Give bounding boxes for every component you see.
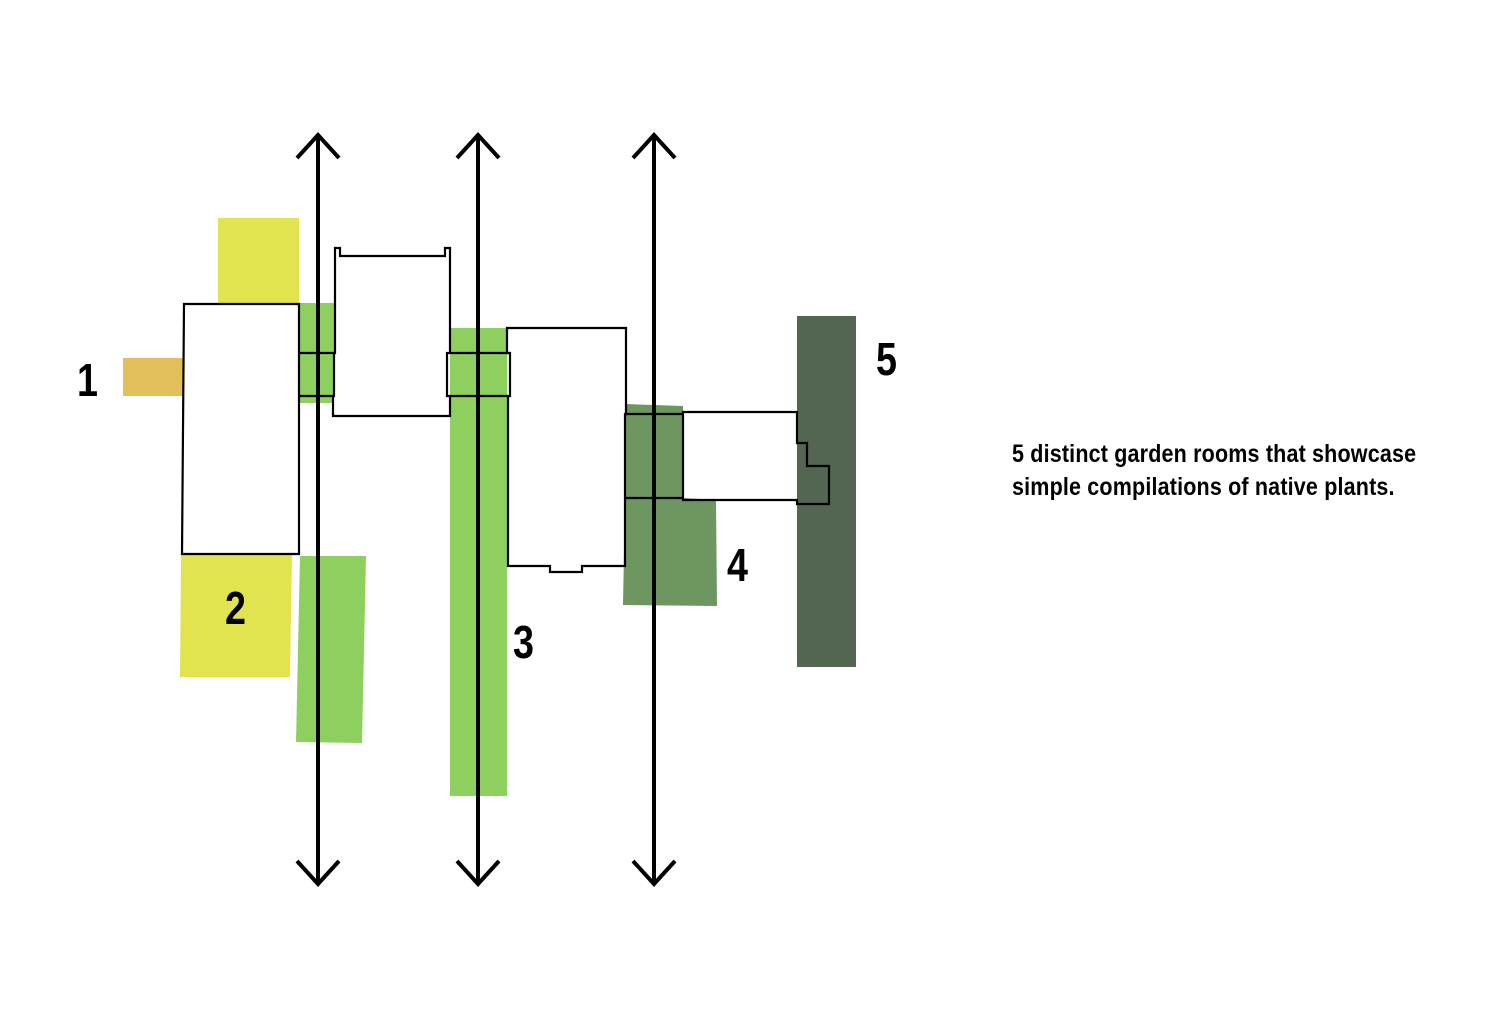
- zone-3-lower-patch: [296, 556, 366, 743]
- double-arrow-icon: [631, 132, 677, 887]
- caption-line-1: 5 distinct garden rooms that showcase: [1012, 440, 1417, 468]
- room-numbers: 1 2 3 4 5: [77, 333, 897, 667]
- room-number-5: 5: [876, 333, 897, 384]
- diagram-caption: 5 distinct garden rooms that showcase si…: [1012, 438, 1416, 504]
- building-block-a: [180, 302, 301, 556]
- room-number-3: 3: [513, 616, 534, 667]
- room-number-2: 2: [225, 582, 246, 633]
- zone-5-tall-strip: [797, 316, 856, 667]
- zone-1-patch: [123, 358, 183, 396]
- building-block-c: [505, 326, 628, 574]
- double-arrow-icon: [295, 132, 341, 887]
- double-arrow-icon: [455, 132, 501, 887]
- zone-2-bottom-patch: [180, 553, 292, 677]
- zone-4-lower-patch: [623, 498, 717, 606]
- building-block-d: [681, 410, 831, 506]
- room-number-4: 4: [727, 539, 749, 590]
- room-number-1: 1: [77, 354, 98, 405]
- building-block-b: [331, 246, 452, 418]
- circulation-arrows: [295, 132, 677, 887]
- caption-line-2: simple compilations of native plants.: [1012, 473, 1395, 501]
- zone-2-top-patch: [218, 218, 299, 304]
